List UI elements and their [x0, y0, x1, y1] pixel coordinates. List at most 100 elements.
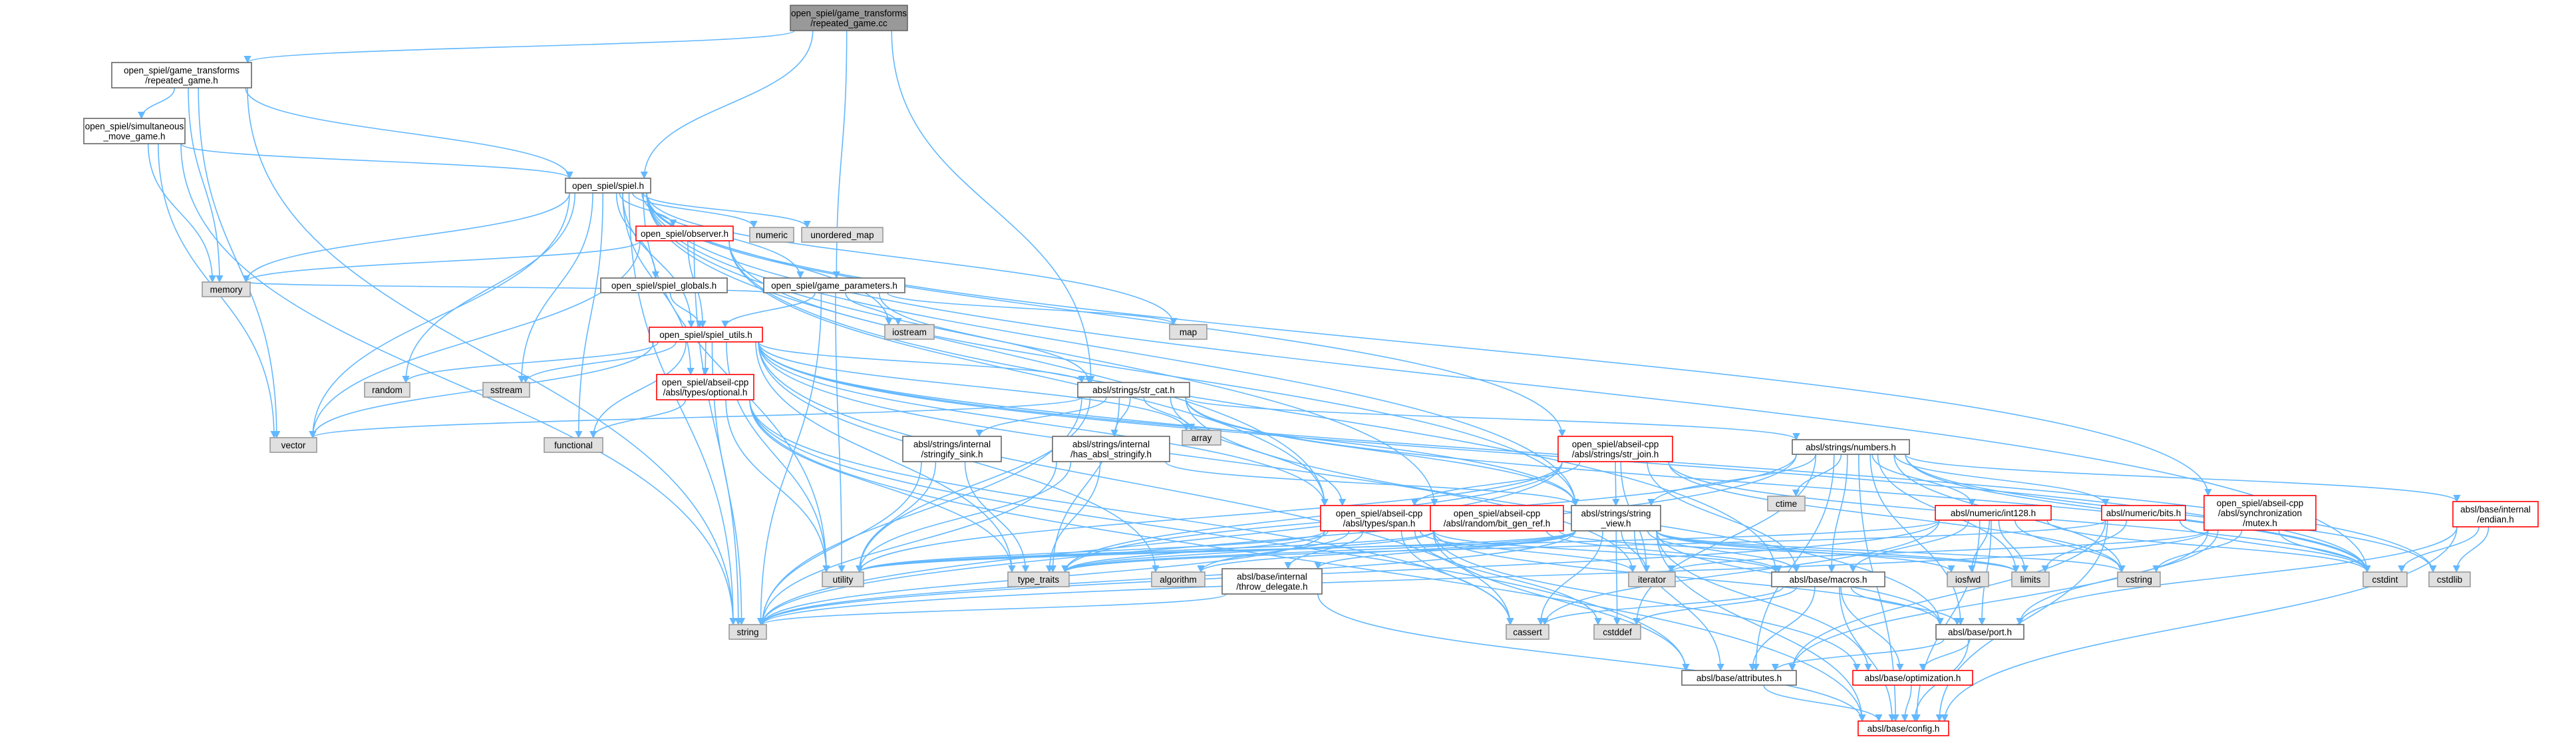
node-label: open_spiel/abseil-cpp — [662, 378, 749, 388]
node-box — [565, 178, 651, 194]
node-box — [1557, 436, 1673, 462]
node-box — [2011, 571, 2050, 587]
node-endian-h[interactable]: absl/base/internal/endian.h — [2452, 501, 2539, 527]
node-game-parameters-h[interactable]: open_spiel/game_parameters.h — [763, 277, 905, 293]
edge-str_cat_h-to-has_absl_stringify_h — [1110, 396, 1131, 438]
edge-span_h-to-throw_delegate_h — [1284, 530, 1364, 570]
edge-observer_h-to-macros_h — [728, 240, 1780, 573]
node-box — [2362, 571, 2408, 587]
edge-repeated_game_h-to-simultaneous_move_game_h — [138, 87, 176, 120]
node-functional: functional — [544, 437, 603, 453]
node-box — [1767, 496, 1806, 512]
node-label: memory — [210, 285, 243, 295]
edge-string_view_h-to-cstddef — [1613, 530, 1621, 626]
node-label: /absl/synchronization — [2218, 508, 2302, 518]
node-label: iterator — [1638, 575, 1667, 585]
edge-bits_h-to-type_traits — [1061, 519, 2106, 573]
node-box — [2452, 501, 2539, 527]
node-optimization-h[interactable]: absl/base/optimization.h — [1852, 670, 1973, 686]
node-stringify-sink-h[interactable]: absl/strings/internal/stringify_sink.h — [902, 436, 1002, 462]
node-bits-h[interactable]: absl/numeric/bits.h — [2101, 505, 2186, 521]
node-label: open_spiel/game_transforms — [124, 66, 240, 76]
node-str-cat-h[interactable]: absl/strings/str_cat.h — [1077, 382, 1190, 398]
node-str-join-h[interactable]: open_spiel/abseil-cpp/absl/strings/str_j… — [1557, 436, 1673, 462]
edge-spiel_utils_h-to-type_traits — [755, 341, 1016, 573]
node-label: absl/base/config.h — [1867, 724, 1940, 734]
edge-int128_h-to-cstring — [2014, 519, 2126, 573]
edge-game_parameters_h-to-utility — [835, 292, 846, 573]
node-spiel-h[interactable]: open_spiel/spiel.h — [565, 178, 651, 194]
edge-observer_h-to-string — [693, 240, 742, 626]
edge-spiel_utils_h-to-span_h — [758, 341, 1329, 507]
node-box — [1852, 670, 1973, 686]
node-sstream: sstream — [482, 382, 530, 398]
node-unordered-map: unordered_map — [801, 227, 884, 243]
node-spiel-utils-h[interactable]: open_spiel/spiel_utils.h — [649, 327, 763, 343]
edge-string_view_h-to-optimization_h — [1656, 530, 1872, 672]
node-box — [482, 382, 530, 398]
edge-game_parameters_h-to-spiel_utils_h — [721, 292, 816, 329]
node-mutex-h[interactable]: open_spiel/abseil-cpp/absl/synchronizati… — [2203, 495, 2317, 531]
node-repeated-game-h[interactable]: open_spiel/game_transforms/repeated_game… — [111, 62, 252, 88]
node-box — [1077, 382, 1190, 398]
node-box — [1052, 436, 1170, 462]
edge-throw_delegate_h-to-config_h — [1317, 593, 1866, 722]
edge-bit_gen_ref_h-to-limits — [1559, 530, 2020, 573]
node-label: absl/base/attributes.h — [1696, 673, 1782, 683]
node-simultaneous-move-game-h[interactable]: open_spiel/simultaneous_move_game.h — [83, 118, 186, 144]
node-box — [801, 227, 884, 243]
node-box — [2117, 571, 2161, 587]
node-throw-delegate-h[interactable]: absl/base/internal/throw_delegate.h — [1221, 568, 1323, 595]
node-optional-h[interactable]: open_spiel/abseil-cpp/absl/types/optiona… — [656, 374, 754, 400]
node-observer-h[interactable]: open_spiel/observer.h — [635, 225, 734, 241]
node-random: random — [364, 382, 410, 398]
edge-int128_h-to-utility — [856, 519, 1940, 573]
edge-string_view_h-to-cassert — [1537, 530, 1603, 626]
node-label: utility — [833, 575, 854, 585]
edge-numbers_h-to-cstddef — [1633, 454, 1817, 626]
edge-numbers_h-to-ctime — [1792, 454, 1842, 498]
edge-numbers_h-to-string_view_h — [1647, 454, 1816, 507]
edge-repeated_game_h-to-memory — [188, 87, 224, 283]
edge-numbers_h-to-int128_h — [1871, 454, 1976, 507]
node-port-h[interactable]: absl/base/port.h — [1935, 624, 2024, 640]
node-label: absl/base/macros.h — [1789, 575, 1867, 585]
edge-int128_h-to-cassert — [1541, 519, 1940, 626]
node-repeated-game-cc[interactable]: open_spiel/game_transforms/repeated_game… — [790, 5, 908, 31]
node-box — [1628, 571, 1676, 587]
node-has-absl-stringify-h[interactable]: absl/strings/internal/has_absl_stringify… — [1052, 436, 1170, 462]
edge-game_parameters_h-to-iostream — [845, 292, 902, 326]
node-attributes-h[interactable]: absl/base/attributes.h — [1681, 670, 1797, 686]
node-numbers-h[interactable]: absl/strings/numbers.h — [1792, 439, 1910, 455]
edge-str_join_h-to-string — [758, 461, 1563, 626]
node-config-h[interactable]: absl/base/config.h — [1857, 720, 1949, 736]
edge-str_join_h-to-utility — [856, 461, 1563, 573]
node-label: numeric — [756, 230, 788, 240]
node-label: absl/strings/str_cat.h — [1092, 385, 1175, 395]
node-span-h[interactable]: open_spiel/abseil-cpp/absl/types/span.h — [1320, 505, 1438, 531]
edge-macros_h-to-attributes_h — [1748, 586, 1816, 672]
node-label: /repeated_game.h — [145, 76, 218, 86]
node-label: sstream — [490, 385, 522, 395]
edge-str_cat_h-to-string — [758, 396, 1082, 626]
edge-macros_h-to-optimization_h — [1840, 586, 1904, 672]
node-limits: limits — [2011, 571, 2050, 587]
node-algorithm: algorithm — [1151, 571, 1206, 587]
node-ctime: ctime — [1767, 496, 1806, 512]
node-label: /stringify_sink.h — [921, 450, 983, 460]
node-box — [1792, 439, 1910, 455]
edge-str_cat_h-to-utility — [856, 396, 1091, 573]
node-label: cstdint — [2372, 575, 2398, 585]
node-int128-h[interactable]: absl/numeric/int128.h — [1935, 505, 2052, 521]
node-label: /absl/random/bit_gen_ref.h — [1444, 519, 1551, 529]
node-spiel-globals-h[interactable]: open_spiel/spiel_globals.h — [600, 277, 728, 293]
node-bit-gen-ref-h[interactable]: open_spiel/abseil-cpp/absl/random/bit_ge… — [1430, 505, 1564, 531]
node-label: /endian.h — [2477, 515, 2514, 525]
node-string-view-h[interactable]: absl/strings/string_view.h — [1571, 505, 1661, 531]
edge-stringify_sink_h-to-string — [758, 461, 922, 626]
node-vector: vector — [269, 437, 317, 453]
edge-string_view_h-to-config_h — [1656, 530, 1866, 722]
node-box — [1320, 505, 1438, 531]
node-cassert: cassert — [1506, 624, 1549, 640]
node-macros-h[interactable]: absl/base/macros.h — [1771, 571, 1885, 587]
